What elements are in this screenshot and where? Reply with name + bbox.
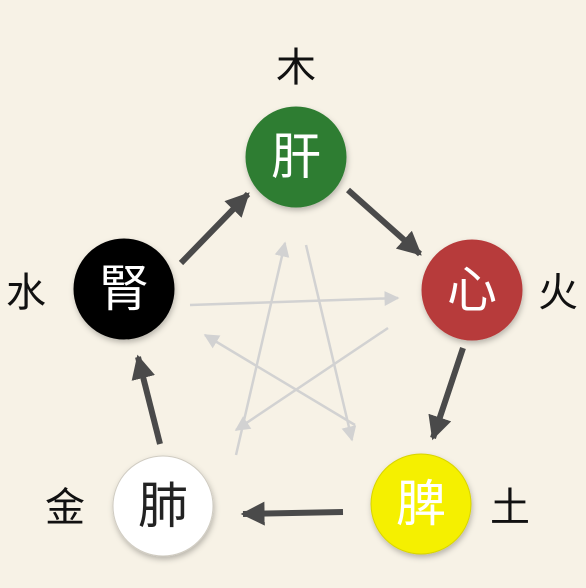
spleen-circle bbox=[370, 453, 472, 555]
element-label-metal: 金 bbox=[45, 485, 85, 531]
element-label-water: 水 bbox=[6, 270, 46, 316]
node-lung: 肺 bbox=[112, 455, 214, 557]
kidney-label: 腎 bbox=[99, 260, 149, 318]
element-label-wood: 木 bbox=[276, 45, 316, 91]
controlling-cycle bbox=[189, 241, 400, 456]
spleen-label: 脾 bbox=[396, 475, 446, 533]
control-arrow-heart-lung bbox=[234, 326, 389, 432]
generate-arrow-lung-kidney bbox=[131, 354, 163, 445]
control-arrow-liver-spleen bbox=[304, 244, 357, 442]
heart-circle bbox=[421, 239, 523, 341]
heart-label: 心 bbox=[447, 261, 497, 319]
generate-arrow-heart-spleen bbox=[428, 347, 466, 441]
liver-circle bbox=[245, 106, 347, 208]
generate-arrow-spleen-lung bbox=[240, 501, 344, 526]
kidney-circle bbox=[73, 238, 175, 340]
control-arrow-lung-liver bbox=[234, 241, 290, 456]
lung-circle bbox=[112, 455, 214, 557]
control-arrow-kidney-heart bbox=[189, 290, 400, 307]
element-label-fire: 火 bbox=[538, 270, 578, 316]
node-heart: 心 bbox=[421, 239, 523, 341]
lung-label: 肺 bbox=[138, 477, 188, 535]
generate-arrow-kidney-liver bbox=[178, 191, 251, 266]
control-arrow-spleen-kidney bbox=[203, 333, 356, 427]
node-liver: 肝 bbox=[245, 106, 347, 208]
element-label-earth: 土 bbox=[490, 485, 530, 531]
liver-label: 肝 bbox=[271, 128, 321, 186]
node-kidney: 腎 bbox=[73, 238, 175, 340]
generating-cycle bbox=[131, 187, 466, 526]
generate-arrow-liver-heart bbox=[346, 187, 422, 257]
node-spleen: 脾 bbox=[370, 453, 472, 555]
